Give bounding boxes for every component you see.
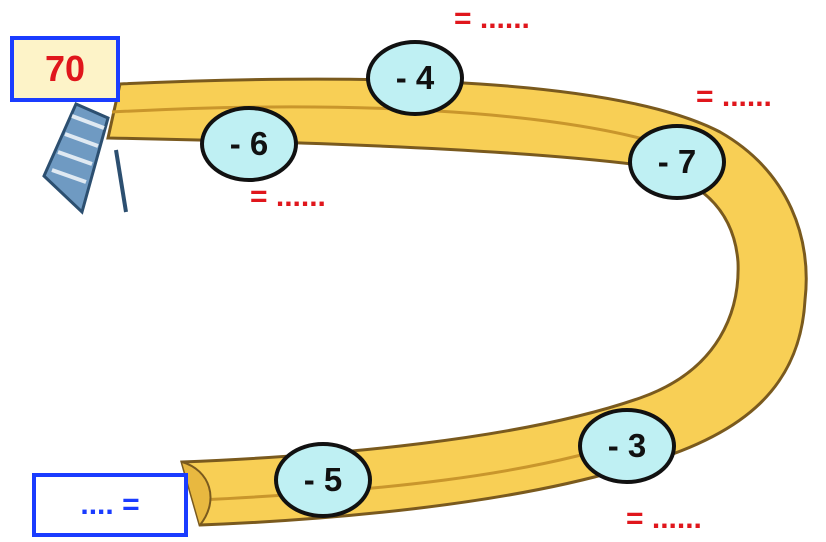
final-answer-box[interactable]: .... = bbox=[32, 473, 188, 537]
operation-bubble-4: - 3 bbox=[578, 408, 676, 484]
operation-label: - 4 bbox=[395, 59, 435, 96]
start-number: 70 bbox=[44, 48, 86, 89]
operation-bubble-1: - 6 bbox=[200, 106, 298, 182]
operation-bubble-3: - 7 bbox=[628, 124, 726, 200]
start-number-box: 70 bbox=[10, 36, 120, 102]
operation-label: - 6 bbox=[229, 125, 269, 162]
ladder-icon bbox=[42, 102, 128, 215]
operation-label: - 7 bbox=[657, 143, 697, 180]
result-blank-4[interactable]: = ...... bbox=[626, 502, 702, 535]
final-answer-label: .... = bbox=[80, 488, 140, 521]
operation-bubble-5: - 5 bbox=[274, 442, 372, 518]
operation-label: - 5 bbox=[303, 461, 343, 498]
operation-bubble-2: - 4 bbox=[366, 40, 464, 116]
result-blank-3[interactable]: = ...... bbox=[696, 80, 772, 113]
operation-label: - 3 bbox=[607, 427, 647, 464]
result-blank-2[interactable]: = ...... bbox=[454, 2, 530, 35]
result-blank-1[interactable]: = ...... bbox=[250, 180, 326, 213]
